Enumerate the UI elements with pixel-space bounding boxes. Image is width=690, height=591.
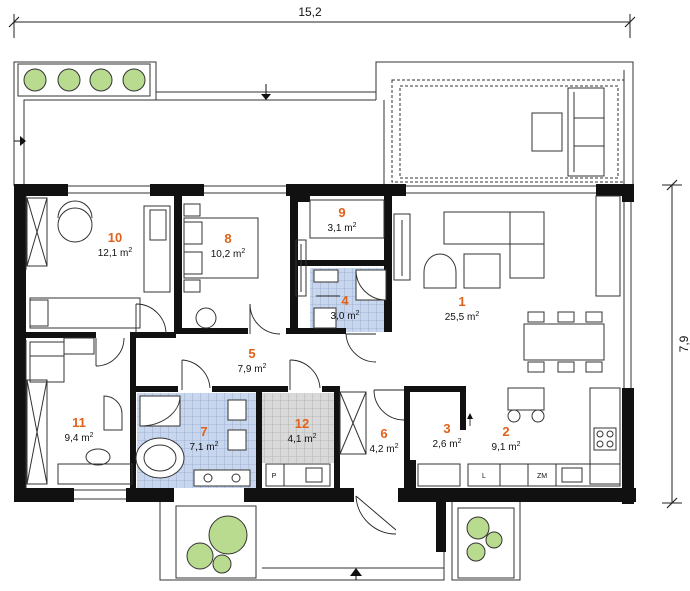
room-number-4: 4 xyxy=(341,293,349,308)
hall-6-furniture xyxy=(339,391,367,455)
windows xyxy=(25,185,632,500)
room-number-8: 8 xyxy=(224,231,231,246)
hall-9-furniture xyxy=(295,199,385,297)
room-area-11: 9,4 m2 xyxy=(65,432,94,444)
room-area-exponent: 2 xyxy=(475,311,479,318)
room-number-6: 6 xyxy=(380,426,387,441)
room-area-value: 3,1 xyxy=(328,223,345,234)
height-dimension-label: 7,9 xyxy=(677,335,690,352)
room-area-unit: m xyxy=(81,433,89,444)
room-area-value: 2,6 xyxy=(433,439,450,450)
room-area-unit: m xyxy=(304,434,312,445)
width-dimension-label: 15,2 xyxy=(298,5,322,19)
room-area-unit: m xyxy=(120,248,128,259)
room-number-3: 3 xyxy=(443,421,450,436)
room-number-10: 10 xyxy=(108,230,122,245)
interior-walls xyxy=(26,196,466,488)
room-number-12: 12 xyxy=(295,416,309,431)
width-dimension: 15,2 xyxy=(8,5,636,38)
bathroom-7-fixtures xyxy=(135,395,251,487)
terrace-arrow-icon xyxy=(261,84,271,100)
appliance-label-p: P xyxy=(272,473,277,480)
room-number-2: 2 xyxy=(502,424,509,439)
room-area-unit: m xyxy=(386,444,394,455)
room-area-value: 9,4 xyxy=(65,433,82,444)
room-area-8: 10,2 m2 xyxy=(211,248,246,260)
room-area-value: 4,2 xyxy=(370,444,387,455)
room-area-exponent: 2 xyxy=(263,363,267,370)
room-area-unit: m xyxy=(347,311,355,322)
room-number-5: 5 xyxy=(248,346,255,361)
room-area-1: 25,5 m2 xyxy=(445,311,480,323)
room-area-value: 12,1 xyxy=(98,248,120,259)
room-area-exponent: 2 xyxy=(356,310,360,317)
room-area-exponent: 2 xyxy=(215,441,219,448)
room-area-value: 9,1 xyxy=(492,442,509,453)
room-number-9: 9 xyxy=(338,205,345,220)
bedroom-8-furniture xyxy=(183,203,259,329)
room-area-6: 4,2 m2 xyxy=(370,443,399,455)
room-area-4: 3,0 m2 xyxy=(331,310,360,322)
room-area-value: 3,0 xyxy=(331,311,348,322)
room-area-5: 7,9 m2 xyxy=(238,363,267,375)
room-area-9: 3,1 m2 xyxy=(328,222,357,234)
room-area-10: 12,1 m2 xyxy=(98,247,133,259)
side-door-arrow-icon xyxy=(14,136,26,146)
bedroom-11-furniture xyxy=(29,337,133,485)
room-area-exponent: 2 xyxy=(313,433,317,440)
living-room-furniture xyxy=(393,211,605,423)
room-area-value: 7,1 xyxy=(190,442,207,453)
room-area-value: 10,2 xyxy=(211,249,233,260)
room-number-11: 11 xyxy=(72,415,86,430)
appliance-label-l: L xyxy=(482,473,486,480)
entrance-arrow-icon xyxy=(350,568,362,580)
utility-12-floor xyxy=(262,393,334,463)
plant-icons xyxy=(23,68,503,574)
room-area-unit: m xyxy=(254,364,262,375)
doors xyxy=(95,295,405,535)
bathroom-4-fixtures xyxy=(313,269,387,329)
room-number-7: 7 xyxy=(200,424,207,439)
utility-12-fixtures xyxy=(265,463,331,487)
room-area-value: 7,9 xyxy=(238,364,255,375)
room-area-exponent: 2 xyxy=(458,438,462,445)
room-area-exponent: 2 xyxy=(353,222,357,229)
kitchen-2-counters xyxy=(417,387,621,487)
room-area-unit: m xyxy=(467,312,475,323)
room-number-1: 1 xyxy=(458,294,465,309)
room-area-12: 4,1 m2 xyxy=(288,433,317,445)
room-area-exponent: 2 xyxy=(241,248,245,255)
room-area-unit: m xyxy=(206,442,214,453)
planter-top xyxy=(17,63,151,97)
pantry-3-arrow-icon xyxy=(467,413,473,426)
side-windows-detail xyxy=(26,195,621,485)
room-area-unit: m xyxy=(233,249,241,260)
room-area-2: 9,1 m2 xyxy=(492,441,521,453)
bedroom-10-furniture xyxy=(29,200,171,329)
room-area-3: 2,6 m2 xyxy=(433,438,462,450)
entrance-porch xyxy=(159,502,521,581)
terrace-lounge xyxy=(531,87,605,177)
height-dimension: 7,9 xyxy=(662,179,690,509)
room-area-unit: m xyxy=(508,442,516,453)
room-area-exponent: 2 xyxy=(517,441,521,448)
room-area-value: 4,1 xyxy=(288,434,305,445)
room-area-value: 25,5 xyxy=(445,312,467,323)
room-area-unit: m xyxy=(449,439,457,450)
room-area-exponent: 2 xyxy=(90,432,94,439)
appliance-label-zm: ZM xyxy=(537,473,547,480)
porch-column xyxy=(436,502,446,552)
room-area-exponent: 2 xyxy=(128,247,132,254)
room-area-7: 7,1 m2 xyxy=(190,441,219,453)
room-area-exponent: 2 xyxy=(395,443,399,450)
room-area-unit: m xyxy=(344,223,352,234)
exterior-walls xyxy=(14,184,636,504)
